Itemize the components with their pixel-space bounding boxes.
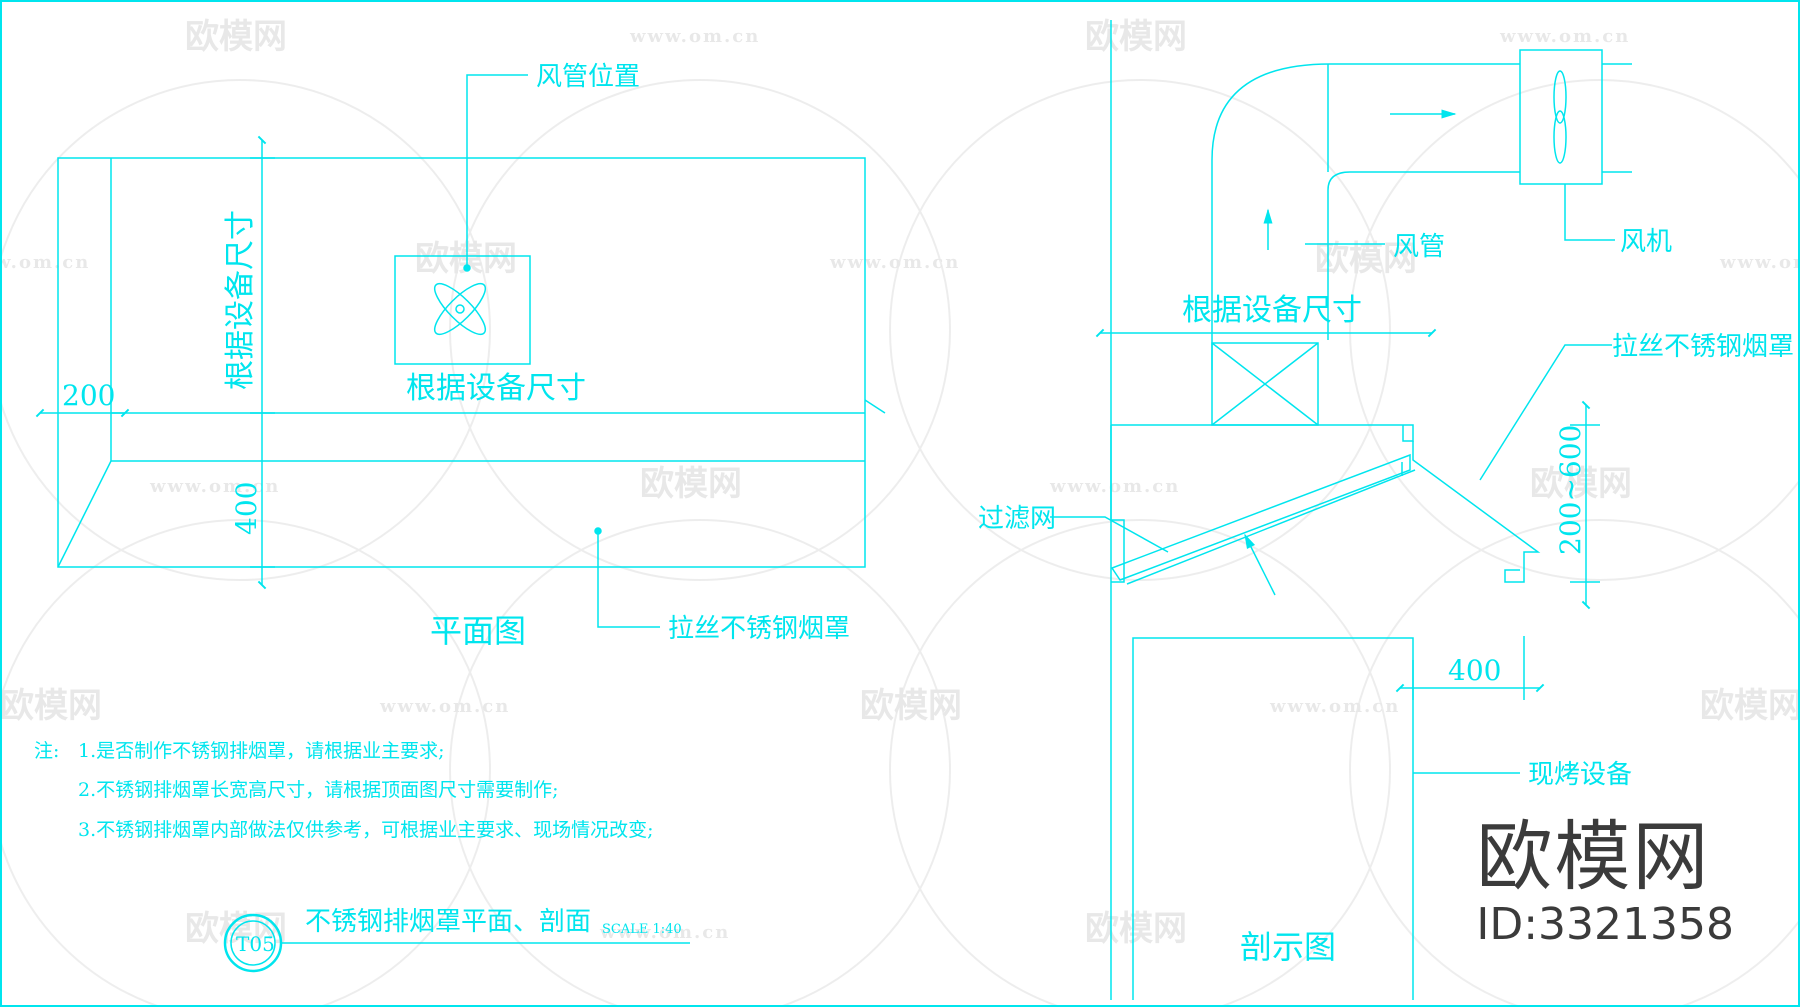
watermark-badge: 欧模网 ID:3321358 [1476, 819, 1734, 947]
notes-prefix: 注: [34, 740, 59, 762]
plan-equipment-size-horizontal: 根据设备尺寸 [406, 371, 586, 406]
plan-equipment-size-vertical: 根据设备尺寸 [223, 210, 258, 390]
watermark-logo: 欧模网 [415, 239, 517, 279]
drawing-scale: SCALE 1:40 [602, 922, 682, 937]
plan-title: 平面图 [430, 612, 526, 650]
watermark-logo: 欧模网 [1085, 17, 1187, 57]
watermark-url: www.om.cn [599, 922, 730, 943]
section-equipment-label: 现烤设备 [1528, 760, 1632, 790]
section-title: 剖示图 [1240, 928, 1336, 966]
watermark-url: www.om.cn [1719, 252, 1800, 273]
duct-position-label: 风管位置 [536, 62, 640, 92]
plan-dim-200-label: 200 [62, 379, 115, 412]
watermark-url: www.om.cn [379, 696, 510, 717]
notes: 注: 1.是否制作不锈钢排烟罩，请根据业主要求; 2.不锈钢排烟罩长宽高尺寸，请… [34, 740, 654, 841]
plan-dim-400-label: 400 [230, 482, 263, 535]
watermark-url: www.om.cn [0, 252, 90, 273]
watermark-logo: 欧模网 [1315, 239, 1417, 279]
watermark-layer: 欧模网 欧模网 欧模网 欧模网 欧模网 欧模网 欧模网 欧模网 欧模网 欧模网 … [0, 17, 1800, 1007]
section-dim-height-label: 200~600 [1554, 425, 1587, 555]
watermark-logo: 欧模网 [1530, 464, 1632, 504]
watermark-logo: 欧模网 [1085, 909, 1187, 949]
watermark-url: www.om.cn [829, 252, 960, 273]
section-equipment [1132, 637, 1414, 1000]
section-view [1050, 20, 1632, 1000]
drawing-name: 不锈钢排烟罩平面、剖面 [305, 907, 591, 937]
section-fan-box [1519, 49, 1603, 185]
plan-hood-outline [57, 157, 866, 568]
section-filter-leader [1050, 516, 1169, 553]
watermark-logo-large: 欧模网 [1476, 812, 1711, 901]
section-filter-label: 过滤网 [978, 504, 1056, 534]
section-filter [1110, 453, 1411, 581]
drawing-title-block: T05 不锈钢排烟罩平面、剖面 SCALE 1:40 [223, 907, 690, 973]
fan-icon [1553, 70, 1567, 164]
watermark-url: www.om.cn [1269, 696, 1400, 717]
section-hood-back [1110, 425, 1125, 583]
section-fan-leader [1564, 184, 1615, 241]
note-item: 2.不锈钢排烟罩长宽高尺寸，请根据顶面图尺寸需要制作; [78, 779, 559, 801]
section-texts: 风机 风管 根据设备尺寸 拉丝不锈钢烟罩 过滤网 200~600 400 现烤设… [978, 227, 1794, 966]
watermark-url: www.om.cn [149, 476, 280, 497]
section-duct-inner [1327, 171, 1520, 340]
watermark-logo: 欧模网 [1700, 686, 1800, 726]
plan-hood-leader [597, 531, 660, 628]
plan-bevel [57, 460, 112, 568]
section-duct-outer [1211, 63, 1520, 370]
plan-hood-label: 拉丝不锈钢烟罩 [668, 614, 850, 644]
section-duct-label: 风管 [1393, 232, 1445, 262]
section-fan-label: 风机 [1620, 227, 1672, 257]
watermark-logo: 欧模网 [860, 686, 962, 726]
section-hood-leader [1479, 344, 1612, 481]
note-item: 1.是否制作不锈钢排烟罩，请根据业主要求; [78, 740, 445, 762]
plan-view [35, 74, 886, 628]
watermark-id: ID:3321358 [1476, 899, 1734, 950]
plan-duct-leader [466, 74, 528, 268]
watermark-url: www.om.cn [629, 26, 760, 47]
plan-fan-box [394, 255, 531, 365]
note-item: 3.不锈钢排烟罩内部做法仅供参考，可根据业主要求、现场情况改变; [78, 819, 654, 841]
section-equipment-size: 根据设备尺寸 [1182, 293, 1362, 328]
drawing-number: T05 [236, 932, 275, 956]
section-hood-front [1412, 441, 1541, 583]
section-hood-label: 拉丝不锈钢烟罩 [1612, 332, 1794, 362]
section-dim-400-label: 400 [1448, 654, 1501, 687]
watermark-url: www.om.cn [1499, 26, 1630, 47]
watermark-logo: 欧模网 [0, 686, 102, 726]
plan-texts: 风管位置 根据设备尺寸 根据设备尺寸 200 400 拉丝不锈钢烟罩 平面图 [62, 62, 850, 650]
fan-icon [433, 282, 487, 336]
watermark-url: www.om.cn [1049, 476, 1180, 497]
watermark-logo: 欧模网 [640, 464, 742, 504]
watermark-logo: 欧模网 [185, 17, 287, 57]
